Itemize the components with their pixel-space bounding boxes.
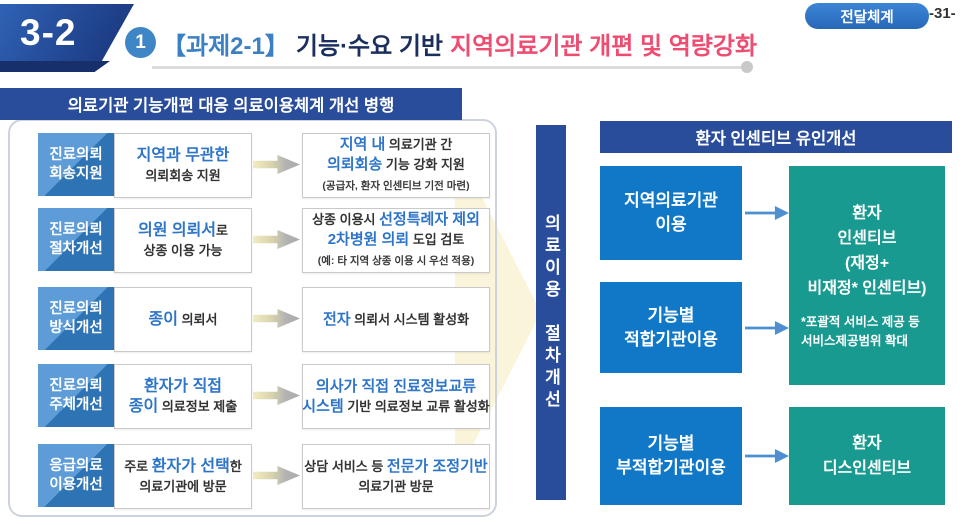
current-state-box: 종이 의뢰서 [114,287,252,352]
current-state-box: 주로 환자가 선택한 의료기관에 방문 [114,444,252,509]
flow-arrow-icon [253,230,300,249]
category-pill: 전달체계 [805,3,929,29]
row-label: 응급의료 이용개선 [38,444,114,507]
category-pill-label: 전달체계 [840,9,894,26]
flow-stage-line2: 절차개선 [541,323,561,412]
process-row-referral-return: 진료의뢰 회송지원 지역과 무관한 의뢰회송 지원 지역 내 의료기관 간 의뢰… [0,133,967,198]
left-panel-header-label: 의료기관 기능개편 대응 의료이용체계 개선 병행 [67,97,395,115]
flow-arrow-icon [253,386,300,405]
title-underline-dot-icon [741,61,753,73]
row-label: 진료의뢰 회송지원 [38,133,114,196]
disincentive-box: 환자 디스인센티브 [789,407,945,505]
flow-arrow-icon [253,309,300,328]
title-underline [152,66,748,69]
process-row-emergency-use: 응급의료 이용개선 주로 환자가 선택한 의료기관에 방문 상담 서비스 등 전… [0,444,967,509]
title-base-text: 기능·수요 기반 [295,33,443,60]
row-label: 진료의뢰 주체개선 [38,364,114,427]
left-panel-header: 의료기관 기능개편 대응 의료이용체계 개선 병행 [0,88,462,120]
cause-box-regional-use: 지역의료기관 이용 [600,166,742,260]
current-state-box: 지역과 무관한 의뢰회송 지원 [114,133,252,198]
flow-stage-line1: 의료이용 [541,213,561,302]
improved-state-box: 지역 내 의료기관 간 의뢰회송 기능 강화 지원 (공급자, 환자 인센티브 … [302,133,490,198]
incentive-footnote: 서비스제공범위 확대 [801,333,908,348]
right-panel-header-label: 환자 인센티브 유인개선 [695,130,857,148]
row-label: 진료의뢰 방식개선 [38,287,114,350]
page-title: 【과제2-1】기능·수요 기반 지역의료기관 개편 및 역량강화 [162,26,757,61]
improved-state-box: 전자 의뢰서 시스템 활성화 [302,287,490,352]
incentive-box: 환자 인센티브 (재정+ 비재정* 인센티브) *포괄적 서비스 제공 등 서비… [789,166,945,385]
task-number-circle-icon: 1 [125,27,156,58]
improved-state-box: 상종 이용시 선정특례자 제외 2차병원 의뢰 도입 검토 (예: 타 지역 상… [302,208,490,273]
title-highlight-text: 지역의료기관 개편 및 역량강화 [450,33,758,60]
left-panel-border [8,119,497,517]
flow-arrow-icon [253,155,300,174]
current-state-box: 의원 의뢰서로 상종 이용 가능 [114,208,252,273]
title-task-bracket: 【과제2-1】 [162,33,289,60]
process-row-referral-method: 진료의뢰 방식개선 종이 의뢰서 전자 의뢰서 시스템 활성화 [0,287,967,352]
section-badge-fold [0,61,110,72]
row-label: 진료의뢰 절차개선 [38,208,114,271]
flow-arrow-icon [253,466,300,485]
cause-box-suitable-use: 기능별 적합기관이용 [600,282,742,373]
process-row-referral-agent: 진료의뢰 주체개선 환자가 직접 종이 의료정보 제출 의사가 직접 진료정보교… [0,364,967,429]
section-number: 3-2 [20,11,77,53]
current-state-box: 환자가 직접 종이 의료정보 제출 [114,364,252,429]
flow-stage-bar: 의료이용 절차개선 [536,125,566,500]
section-number-badge: 3-2 [0,4,134,61]
cause-box-unsuitable-use: 기능별 부적합기관이용 [600,407,742,505]
process-row-referral-procedure: 진료의뢰 절차개선 의원 의뢰서로 상종 이용 가능 상종 이용시 선정특례자 … [0,208,967,273]
incentive-footnote: *포괄적 서비스 제공 등 [801,314,920,329]
improved-state-box: 상담 서비스 등 전문가 조정기반 의료기관 방문 [302,444,490,509]
improved-state-box: 의사가 직접 진료정보교류 시스템 기반 의료정보 교류 활성화 [302,364,490,429]
right-panel-header: 환자 인센티브 유인개선 [600,121,952,153]
page-number: -31- [929,5,956,22]
